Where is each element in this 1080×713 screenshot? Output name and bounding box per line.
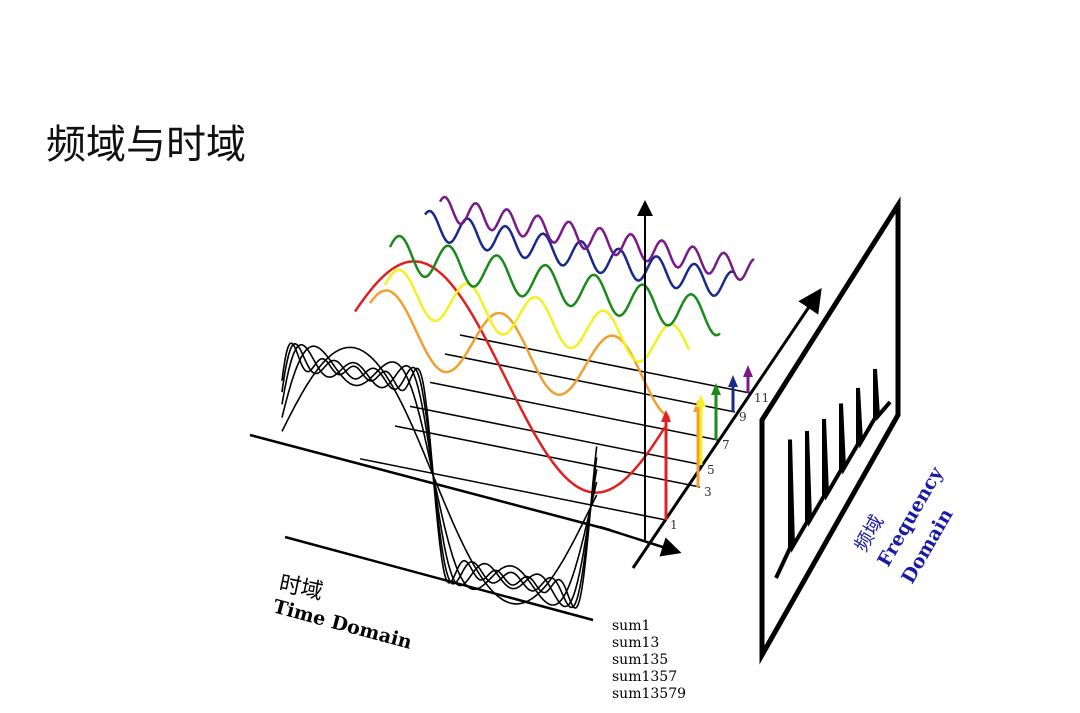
- page-title: 频域与时域: [46, 122, 246, 168]
- harmonic-baseline: [359, 458, 667, 521]
- square-wave-partial-sum: [281, 346, 598, 605]
- harmonic-label: 1: [670, 518, 678, 532]
- spectrum-line: [774, 368, 892, 579]
- square-wave-sum: [281, 342, 598, 609]
- sine-wave-1: [353, 260, 667, 494]
- square-wave-partial-sum: [281, 342, 598, 609]
- sum-label: sum13579: [612, 686, 686, 702]
- sum-label: sum1: [612, 618, 650, 634]
- harmonic-number-labels: 1 3 579 11: [670, 391, 769, 532]
- sum-label: sum1357: [612, 669, 677, 685]
- arrowhead-icon: [661, 410, 671, 422]
- sum-label: sum13: [612, 635, 659, 651]
- arrowhead-icon: [711, 383, 721, 395]
- sine-wave-5: [383, 268, 691, 363]
- frequency-panel: [759, 196, 901, 665]
- harmonic-label: 11: [754, 391, 769, 405]
- sine-wave-11: [438, 195, 755, 282]
- arrowhead-icon: [743, 365, 753, 377]
- arrowhead-icon: [696, 395, 706, 407]
- sine-wave-3: [368, 289, 671, 419]
- harmonic-label: 5: [707, 463, 715, 477]
- harmonic-label: 7: [722, 438, 730, 452]
- time-axis-arrow: [599, 525, 682, 557]
- sine-wave-9: [424, 209, 736, 297]
- harmonic-baselines: [359, 334, 751, 521]
- spectrum-arrows: [661, 365, 753, 520]
- time-baseline: [284, 535, 594, 622]
- arrowhead-icon: [728, 375, 738, 387]
- frequency-axis: [631, 288, 822, 569]
- sine-wave-7: [388, 234, 721, 337]
- square-wave-partial-sum: [281, 345, 598, 606]
- square-baseline: [249, 433, 611, 532]
- harmonic-baseline: [459, 334, 751, 394]
- harmonic-baseline: [429, 381, 719, 441]
- square-wave-partial-sum: [281, 342, 598, 609]
- time-domain-label-en: Time Domain: [271, 596, 415, 654]
- harmonic-baseline: [444, 353, 736, 413]
- harmonic-label: 9: [739, 410, 747, 424]
- spectrum-spikes: [774, 368, 892, 579]
- sine-waves: [353, 195, 755, 494]
- harmonic-baseline: [409, 405, 704, 466]
- harmonic-label: 3: [704, 485, 712, 499]
- square-wave-partial-sum: [281, 344, 598, 608]
- sum-label: sum135: [612, 652, 668, 668]
